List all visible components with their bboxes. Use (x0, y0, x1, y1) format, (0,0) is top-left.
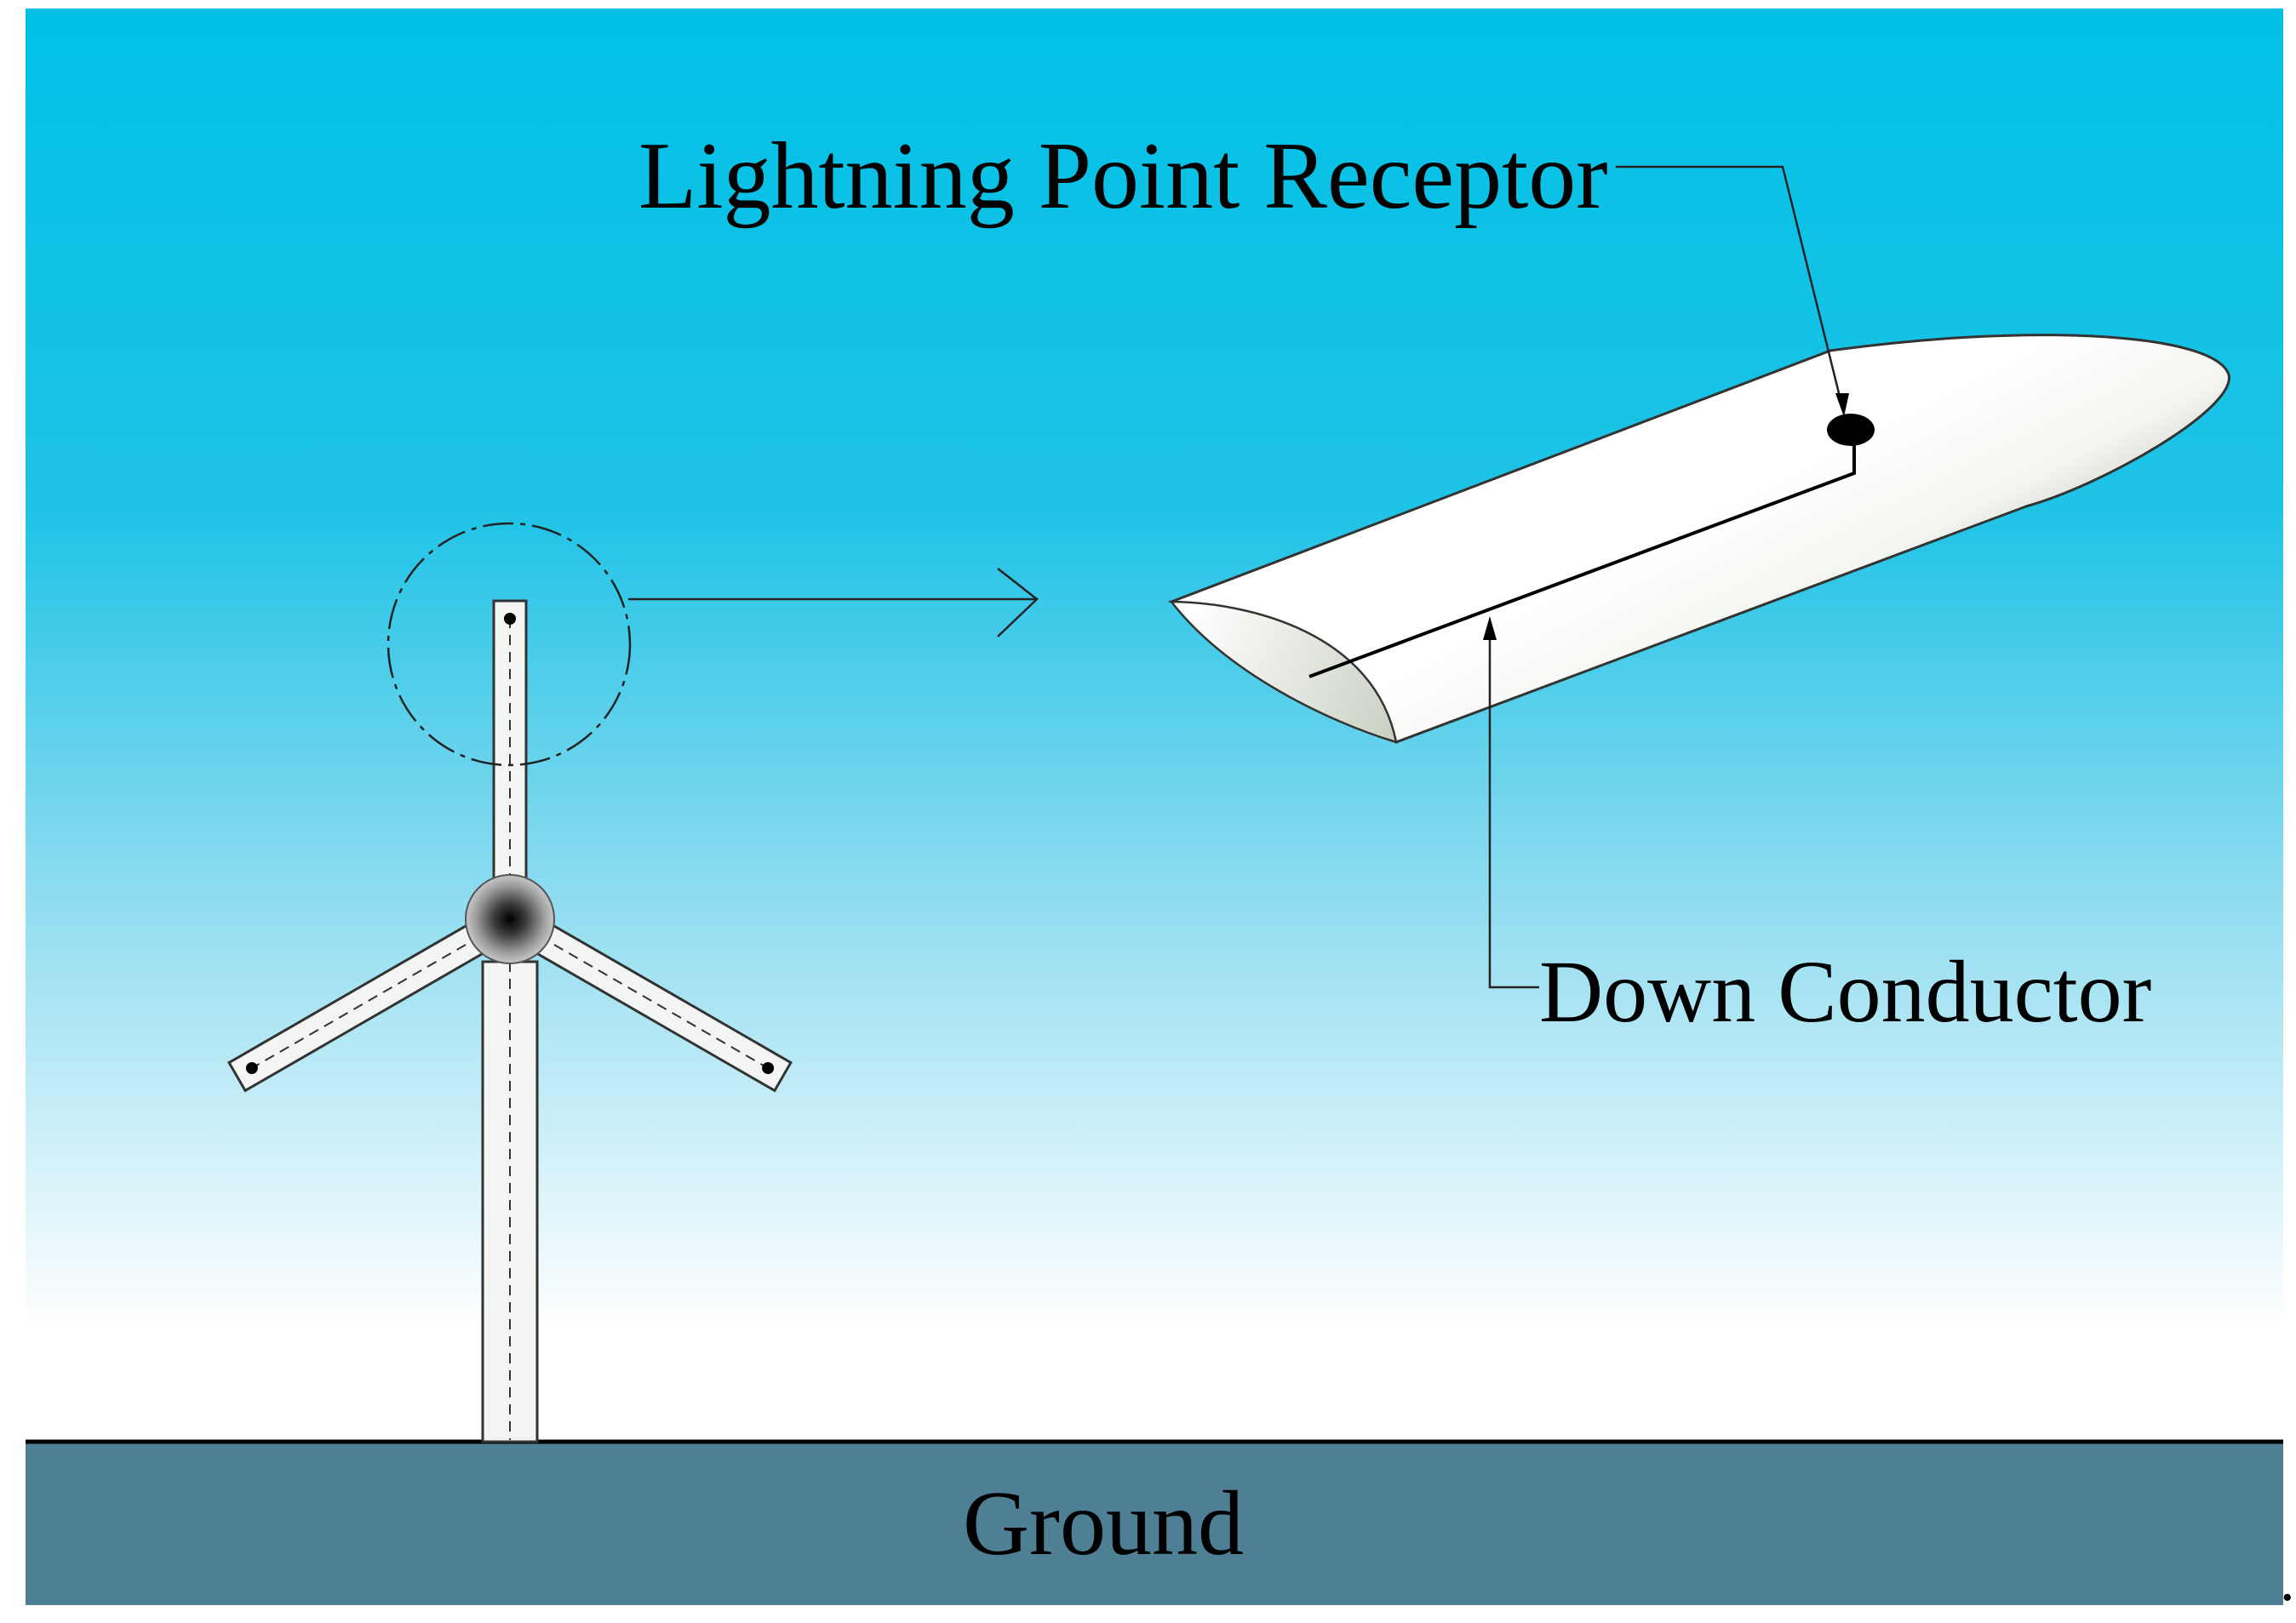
receptor-leader-arrowhead (1835, 393, 1849, 417)
ground-area (26, 1442, 2283, 1605)
turbine-hub (465, 874, 555, 964)
down-conductor-leader-arrowhead (1483, 616, 1497, 640)
down-conductor-label: Down Conductor (1539, 943, 2151, 1041)
trailing-period: . (2280, 1548, 2295, 1614)
blade-upper-receptor-dot (504, 613, 516, 625)
blade-left-receptor-dot (245, 1062, 258, 1074)
blade-right-conductor (509, 918, 769, 1069)
wind-turbine (227, 599, 793, 1443)
blade-down-conductor (1308, 432, 1856, 678)
receptor-leader-line (1616, 165, 1846, 414)
detail-callout-arrowhead (997, 568, 1039, 637)
sky-background (26, 9, 2283, 1442)
blade-right-receptor-dot (762, 1062, 775, 1074)
enlarged-blade (1167, 334, 2230, 744)
blade-left-conductor (251, 918, 511, 1069)
blade-root-face (1169, 600, 1398, 744)
ground-label: Ground (963, 1473, 1244, 1574)
lightning-point-receptor-label: Lightning Point Receptor (638, 123, 1608, 229)
detail-circle (386, 522, 632, 767)
lightning-point-receptor (1827, 414, 1875, 446)
down-conductor-leader-line (1488, 621, 1539, 989)
